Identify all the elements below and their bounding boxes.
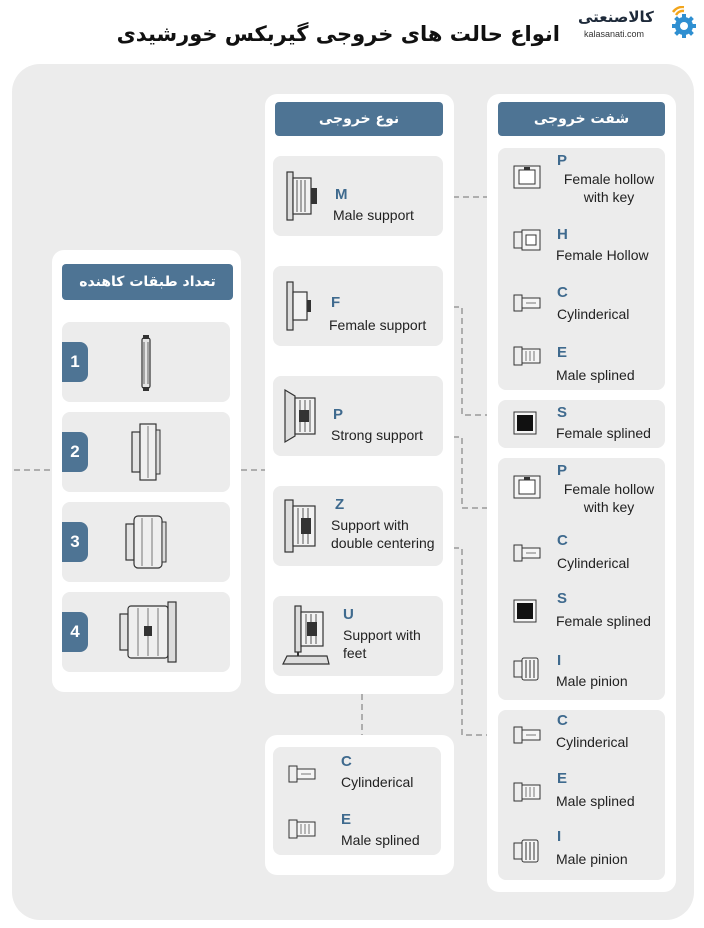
- female-hollow-key-icon: [513, 165, 541, 189]
- female-hollow-icon: [513, 229, 541, 251]
- shaft-code: C: [557, 532, 568, 549]
- feet-support-icon: [282, 605, 330, 665]
- cylindrical-shaft-icon: [513, 544, 541, 562]
- shaft-group-m: P Female hollow with key H Female Hollow…: [498, 148, 665, 390]
- shaft-label: Female splined: [556, 613, 651, 629]
- output-type-card-u[interactable]: U Support with feet: [273, 596, 443, 676]
- shaft-code: S: [557, 590, 568, 607]
- output-shaft-header: شفت خروجی: [498, 102, 665, 136]
- output-type-code: M: [335, 186, 348, 203]
- shaft-code: C: [341, 753, 352, 770]
- male-splined-shaft-icon: [513, 782, 541, 802]
- gear-stage-4-icon: [119, 601, 177, 663]
- female-splined-icon: [513, 411, 537, 435]
- shaft-label: Cylinderical: [557, 306, 630, 322]
- shaft-label: Male pinion: [556, 673, 628, 689]
- shaft-code: C: [557, 712, 568, 729]
- shaft-code: E: [341, 811, 352, 828]
- shaft-code: E: [557, 770, 568, 787]
- male-pinion-icon: [513, 657, 539, 681]
- male-support-icon: [286, 171, 317, 221]
- stage-number: 3: [62, 522, 88, 562]
- double-centering-support-icon: [284, 499, 316, 553]
- stages-panel: تعداد طبقات کاهنده 1 2 3 4: [52, 250, 241, 692]
- output-type-panel: نوع خروجی M Male support F Female suppor…: [265, 94, 454, 694]
- stage-card-1[interactable]: 1: [62, 322, 230, 402]
- stage-card-2[interactable]: 2: [62, 412, 230, 492]
- shaft-code: I: [557, 652, 562, 669]
- output-type-code: P: [333, 406, 344, 423]
- shaft-label: Cylinderical: [341, 774, 414, 790]
- stage-number: 2: [62, 432, 88, 472]
- shaft-code: P: [557, 152, 568, 169]
- output-type-card-p[interactable]: P Strong support: [273, 376, 443, 456]
- output-type-code: F: [331, 294, 341, 311]
- shaft-label: Cylinderical: [556, 734, 629, 750]
- gear-stage-1-icon: [141, 335, 151, 391]
- output-type-card-m[interactable]: M Male support: [273, 156, 443, 236]
- female-splined-icon: [513, 599, 537, 623]
- stage-number: 1: [62, 342, 88, 382]
- shaft-code: P: [557, 462, 568, 479]
- output-shaft-panel: شفت خروجی P Female hollow with key H Fem…: [487, 94, 676, 892]
- shaft-label: Female hollow with key: [563, 481, 655, 515]
- shaft-code: C: [557, 284, 568, 301]
- logo-name: کالاصنعتی: [578, 8, 654, 26]
- output-type-header: نوع خروجی: [275, 102, 443, 136]
- output-type-label: Male support: [333, 207, 414, 223]
- output-type-code: U: [343, 606, 354, 623]
- shaft-code: E: [557, 344, 568, 361]
- male-splined-shaft-icon: [288, 819, 316, 839]
- cylindrical-shaft-icon: [513, 294, 541, 312]
- shaft-label: Male splined: [556, 367, 635, 383]
- output-type-label: Female support: [329, 317, 427, 333]
- stage-number: 4: [62, 612, 88, 652]
- shaft-label: Male pinion: [556, 851, 628, 867]
- shaft-label: Female Hollow: [556, 247, 649, 263]
- stage-card-4[interactable]: 4: [62, 592, 230, 672]
- brand-logo: کالاصنعتی kalasanati.com: [576, 4, 698, 48]
- output-type-label: Support with feet: [343, 627, 421, 661]
- shaft-code: S: [557, 404, 568, 421]
- shaft-label: Male splined: [341, 832, 420, 848]
- gear-icon: [671, 6, 696, 38]
- gear-stage-3-icon: [125, 515, 167, 569]
- shaft-label: Female splined: [556, 425, 651, 441]
- female-support-icon: [286, 281, 311, 331]
- shaft-code: H: [557, 226, 568, 243]
- logo-url: kalasanati.com: [584, 29, 645, 39]
- shaft-group-p: P Female hollow with key C Cylinderical …: [498, 458, 665, 700]
- page-title: انواع حالت های خروجی گیربکس خورشیدی: [116, 22, 560, 46]
- shaft-group-z: C Cylinderical E Male splined I: [498, 710, 665, 880]
- u-shaft-card: C Cylinderical E Male splined: [273, 747, 441, 855]
- output-type-code: Z: [335, 496, 345, 513]
- cylindrical-shaft-icon: [513, 726, 541, 744]
- gear-stage-2-icon: [131, 423, 161, 481]
- stages-header: تعداد طبقات کاهنده: [62, 264, 233, 300]
- stage-card-3[interactable]: 3: [62, 502, 230, 582]
- shaft-group-f: S Female splined: [498, 400, 665, 448]
- output-type-label: Support with double centering: [331, 517, 435, 551]
- u-shaft-panel: C Cylinderical E Male splined: [265, 735, 454, 875]
- output-type-label: Strong support: [331, 427, 423, 443]
- shaft-label: Female hollow with key: [563, 171, 655, 205]
- output-type-card-f[interactable]: F Female support: [273, 266, 443, 346]
- cylindrical-shaft-icon: [288, 765, 316, 783]
- output-type-card-z[interactable]: Z Support with double centering: [273, 486, 443, 566]
- shaft-code: I: [557, 828, 562, 845]
- shaft-label: Cylinderical: [557, 555, 630, 571]
- male-splined-shaft-icon: [513, 346, 541, 366]
- male-pinion-icon: [513, 839, 539, 863]
- shaft-label: Male splined: [556, 793, 635, 809]
- female-hollow-key-icon: [513, 475, 541, 499]
- strong-support-icon: [284, 388, 316, 444]
